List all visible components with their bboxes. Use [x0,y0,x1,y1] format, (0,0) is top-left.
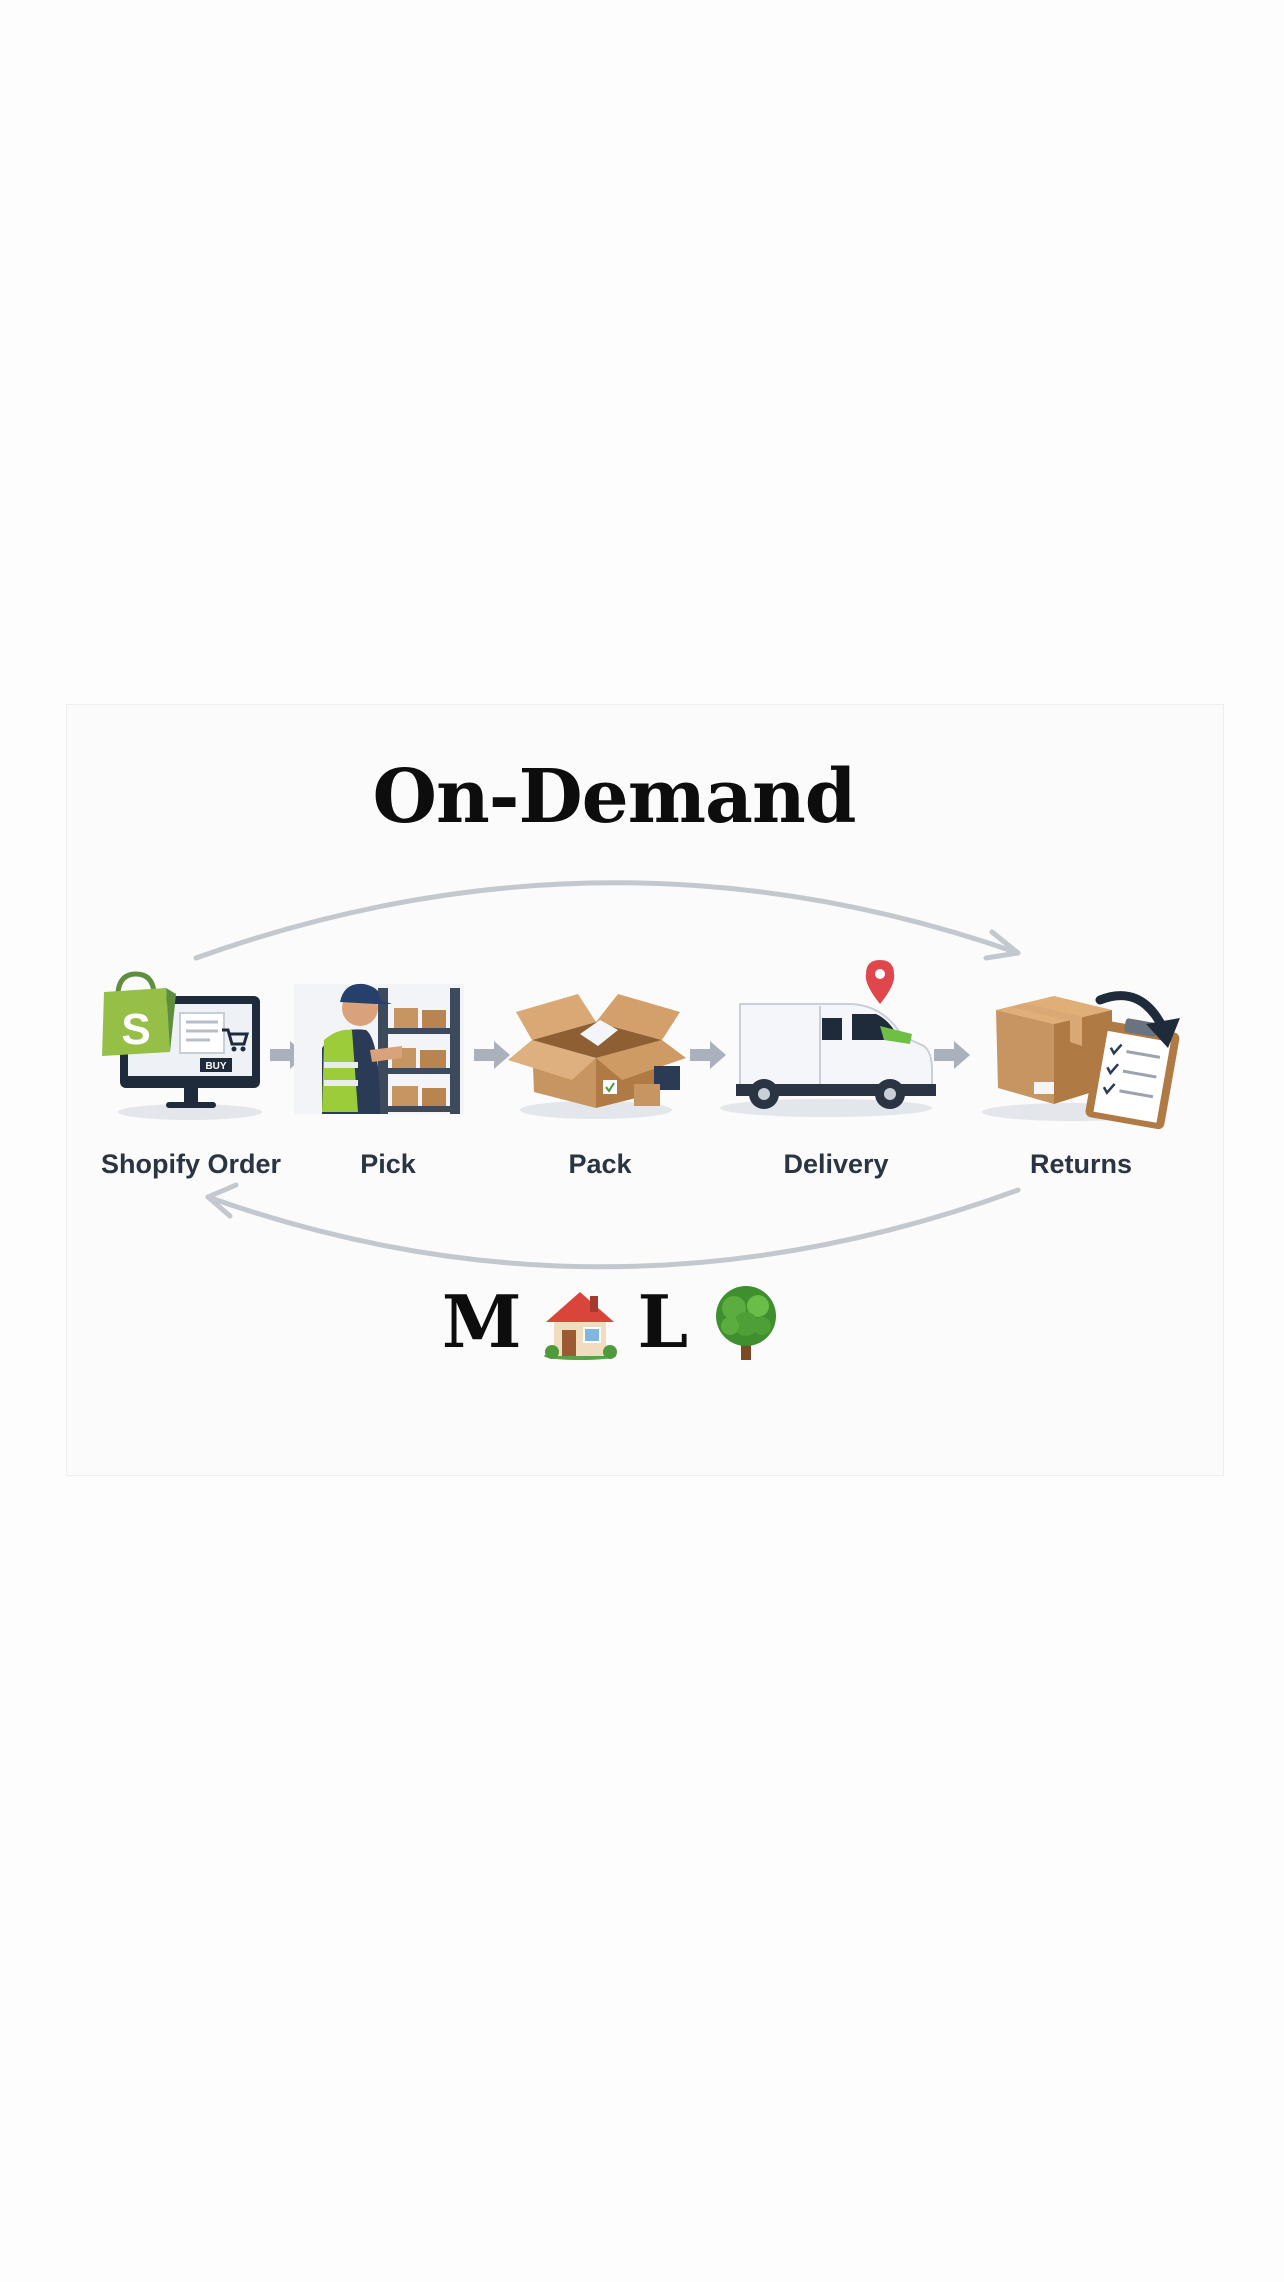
brand-letter-m: M [441,1279,522,1364]
return-package-icon [982,991,1180,1130]
step-label-shopify-order: Shopify Order [101,1149,282,1179]
tree-icon [716,1286,777,1360]
diagram-title: On-Demand [372,754,856,840]
open-box-icon [508,994,686,1119]
delivery-van-icon [720,960,936,1117]
step-arrow [474,1041,510,1069]
step-label-pack: Pack [568,1149,632,1179]
brand-logo: M L [0,1282,1228,1362]
step-label-pick: Pick [360,1149,417,1179]
step-label-delivery: Delivery [783,1149,888,1179]
house-icon [543,1292,617,1360]
loop-arrow-bottom-head [205,1182,239,1219]
location-pin-icon [865,960,895,1004]
loop-arrow-bottom [205,1187,1021,1270]
step-arrow [934,1041,970,1069]
step-arrow [690,1041,726,1069]
buy-button-label: BUY [205,1061,226,1072]
shopify-order-icon: BUY S [102,971,262,1120]
step-label-returns: Returns [1030,1149,1132,1179]
loop-arrow-top [193,880,1021,961]
warehouse-picker-icon [294,983,464,1114]
loop-arrow-top-head [983,929,1021,961]
svg-text:S: S [121,1005,150,1054]
return-arrow-icon [1095,991,1167,1031]
brand-letter-l: L [637,1279,689,1364]
